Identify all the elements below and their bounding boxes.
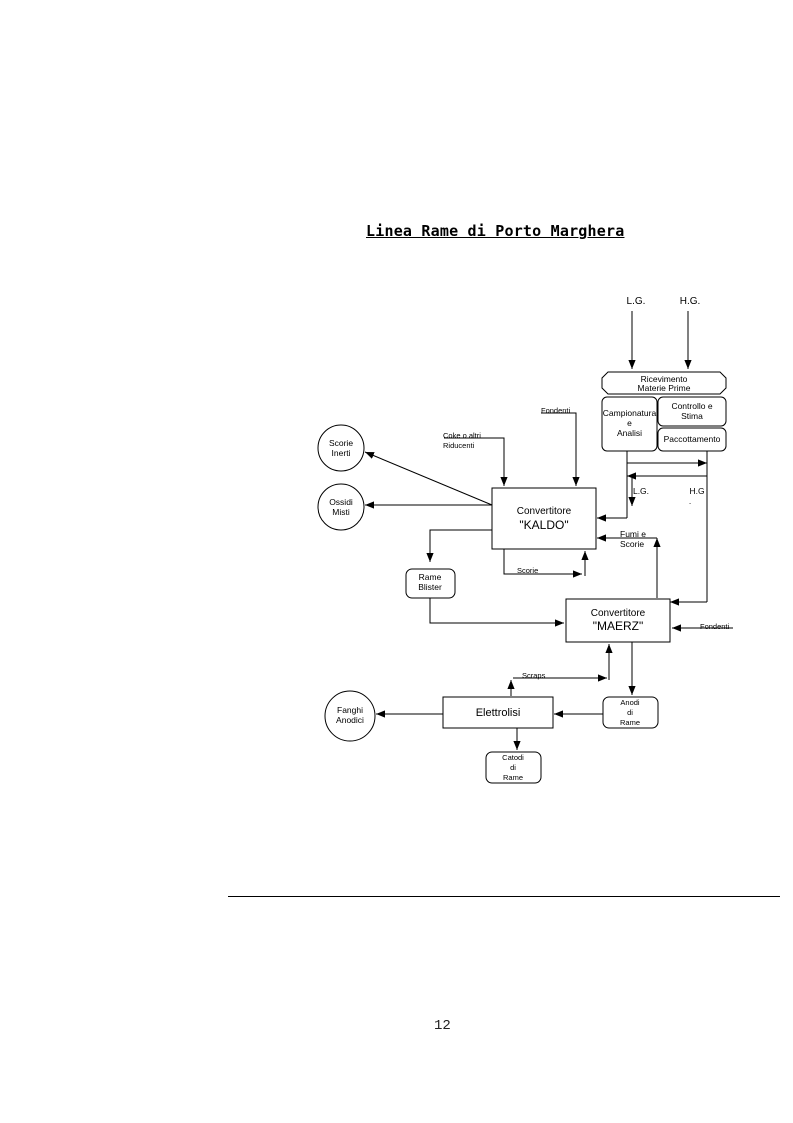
edge-blister-to-maerz bbox=[429, 598, 564, 627]
label-catodi-2: di bbox=[510, 763, 516, 772]
label-scorie-loop: Scorie bbox=[517, 566, 538, 575]
label-fanghi-2: Anodici bbox=[336, 715, 364, 725]
edge-kaldo-to-blister bbox=[426, 529, 492, 562]
label-scorie-inerti-1: Scorie bbox=[329, 438, 353, 448]
label-anodi-2: di bbox=[627, 708, 633, 717]
label-kaldo-2: "KALDO" bbox=[519, 518, 568, 532]
label-fumi-1: Fumi e bbox=[620, 529, 646, 539]
page-title: Linea Rame di Porto Marghera bbox=[366, 222, 625, 240]
edge-fondenti-to-kaldo bbox=[541, 412, 580, 486]
label-elettrolisi: Elettrolisi bbox=[476, 707, 521, 719]
label-ossidi-2: Misti bbox=[332, 507, 350, 517]
label-coke-2: Riducenti bbox=[443, 441, 475, 450]
label-controllo-2: Stima bbox=[681, 411, 703, 421]
label-catodi-1: Catodi bbox=[502, 753, 524, 762]
label-kaldo-1: Convertitore bbox=[517, 506, 572, 517]
label-blister-2: Blister bbox=[418, 582, 442, 592]
edge-kaldo-to-scorie-inerti bbox=[364, 451, 493, 506]
edge-scorie-loop bbox=[503, 549, 582, 578]
label-anodi-1: Anodi bbox=[620, 698, 640, 707]
node-scorie-inerti bbox=[317, 424, 365, 472]
label-coke-1: Coke o altri bbox=[443, 431, 481, 440]
node-fanghi-anodici bbox=[324, 690, 376, 742]
label-fondenti-top: Fondenti bbox=[541, 406, 571, 415]
node-maerz bbox=[565, 598, 671, 643]
label-hg-mid-1: H.G bbox=[689, 486, 704, 496]
node-controllo bbox=[657, 396, 727, 427]
label-campionatura-3: Analisi bbox=[617, 428, 642, 438]
label-controllo-1: Controllo e bbox=[671, 401, 712, 411]
label-lg-mid: L.G. bbox=[633, 486, 649, 496]
label-ossidi-1: Ossidi bbox=[329, 497, 353, 507]
label-blister-1: Rame bbox=[419, 572, 442, 582]
node-anodi bbox=[602, 696, 659, 729]
node-paccottamento bbox=[657, 427, 727, 452]
node-elettrolisi bbox=[442, 696, 554, 729]
label-fanghi-1: Fanghi bbox=[337, 705, 363, 715]
label-maerz-1: Convertitore bbox=[591, 608, 646, 619]
node-kaldo bbox=[491, 487, 597, 550]
edge-coke-to-kaldo bbox=[444, 437, 508, 486]
label-ricevimento-1: Ricevimento bbox=[641, 374, 688, 384]
node-ricevimento bbox=[601, 371, 727, 395]
label-input-hg: H.G. bbox=[680, 296, 701, 307]
label-fondenti-right: Fondenti bbox=[700, 622, 730, 631]
node-catodi bbox=[485, 751, 542, 784]
label-scorie-inerti-2: Inerti bbox=[332, 448, 351, 458]
label-input-lg: L.G. bbox=[627, 296, 646, 307]
page-number: 12 bbox=[434, 1018, 451, 1034]
node-campionatura bbox=[601, 396, 658, 452]
footer-rule bbox=[228, 896, 780, 897]
label-scraps: Scraps bbox=[522, 671, 546, 680]
label-hg-mid-2: . bbox=[689, 496, 691, 506]
label-campionatura-1: Campionatura bbox=[603, 408, 657, 418]
node-ossidi-misti bbox=[317, 483, 365, 531]
label-ricevimento-2: Materie Prime bbox=[638, 383, 691, 393]
label-maerz-2: "MAERZ" bbox=[593, 619, 644, 633]
label-anodi-3: Rame bbox=[620, 718, 640, 727]
label-fumi-2: Scorie bbox=[620, 539, 644, 549]
label-catodi-3: Rame bbox=[503, 773, 523, 782]
label-campionatura-2: e bbox=[627, 418, 632, 428]
label-paccottamento: Paccottamento bbox=[664, 434, 721, 444]
